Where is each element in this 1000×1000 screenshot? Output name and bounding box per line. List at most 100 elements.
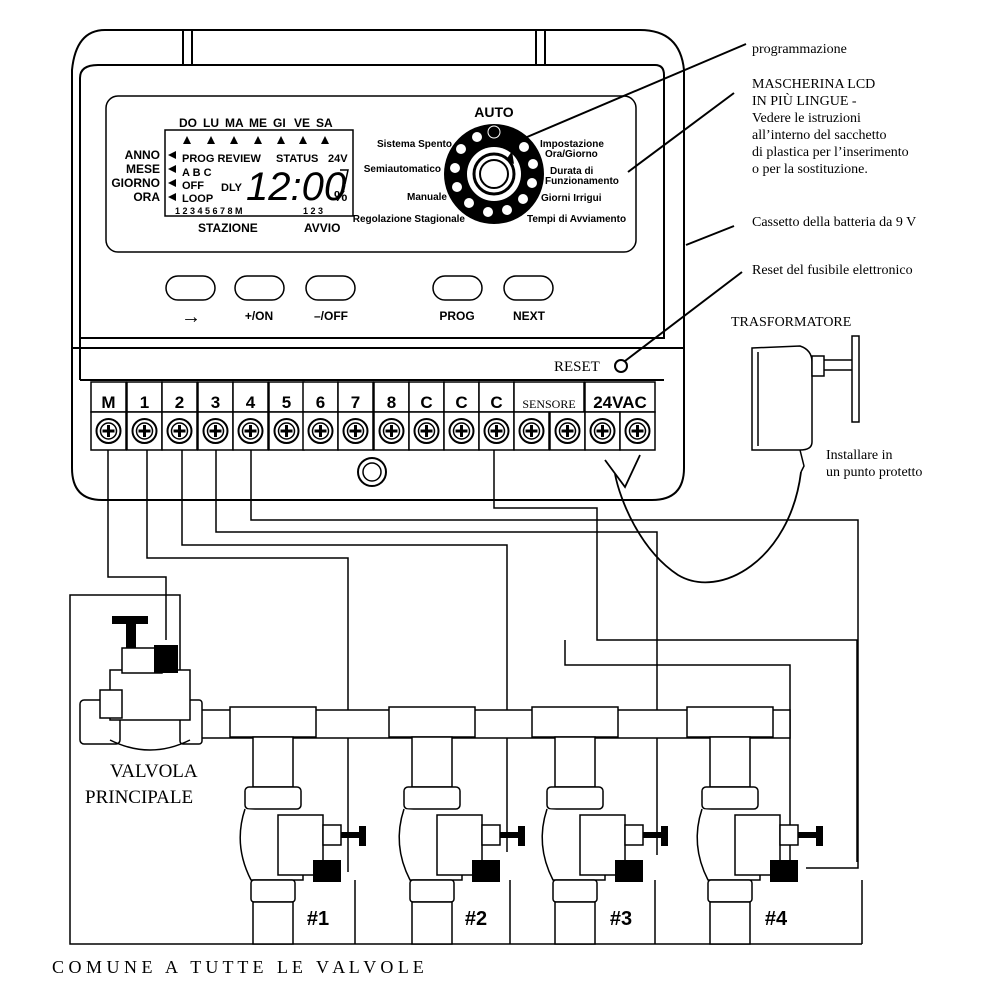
lcd-prog-review: PROG REVIEW xyxy=(182,153,261,165)
callout-mascherina-2: Vedere le istruzioni xyxy=(752,111,861,126)
terminal-label: M xyxy=(101,393,115,412)
terminal-label-box xyxy=(513,381,585,413)
day-label-5: VE xyxy=(294,116,310,130)
callout-mascherina-0: MASCHERINA LCD xyxy=(752,77,875,92)
terminal-label-box xyxy=(268,381,305,413)
terminal-label-box xyxy=(584,381,656,413)
triangle-icon xyxy=(207,136,215,144)
arrow-button[interactable] xyxy=(165,275,216,301)
control-buttons xyxy=(165,275,554,301)
lcd-loop: LOOP xyxy=(182,193,213,205)
power-cord-split xyxy=(604,454,641,489)
lcd-status: STATUS xyxy=(276,153,318,165)
master-valve-label-1: PRINCIPALE xyxy=(85,787,193,808)
label-mese: MESE xyxy=(126,162,160,176)
station-valve-1 xyxy=(229,706,366,945)
terminal-label: C xyxy=(490,393,502,412)
callout-lines xyxy=(519,43,747,362)
solenoid-icon xyxy=(770,860,798,882)
mode-dial[interactable] xyxy=(444,124,544,224)
lcd-dly: DLY xyxy=(221,182,243,194)
left-triangles xyxy=(168,151,176,201)
triangle-icon xyxy=(299,136,307,144)
station-label: #2 xyxy=(465,908,487,930)
label-ora: ORA xyxy=(133,190,160,204)
common-wire-label: C O M U N E A T U T T E L E V A L V O L … xyxy=(52,957,424,977)
dial-funzionamento: Funzionamento xyxy=(545,176,619,187)
triangle-left-icon xyxy=(168,179,176,187)
terminal-label: 5 xyxy=(282,393,291,412)
dial-sistema-spento: Sistema Spento xyxy=(377,139,452,150)
triangle-icon xyxy=(230,136,238,144)
lcd-24v: 24V xyxy=(328,153,348,165)
callout-trasformatore: TRASFORMATORE xyxy=(731,315,851,330)
next-label: NEXT xyxy=(513,309,546,323)
dial-manuale: Manuale xyxy=(407,192,447,203)
lcd-stazione: STAZIONE xyxy=(198,221,258,235)
lcd-percent: % xyxy=(334,188,347,205)
master-valve-label-0: VALVOLA xyxy=(110,761,198,782)
prog-label: PROG xyxy=(439,309,474,323)
lcd-days: DO LU MA ME GI VE SA xyxy=(179,116,333,130)
lcd-contents: PROG REVIEW STATUS 24V A B C OFF LOOP DL… xyxy=(175,153,348,235)
terminal-label-box xyxy=(302,381,339,413)
plus-on-button[interactable] xyxy=(234,275,285,301)
triangle-icon xyxy=(254,136,262,144)
mounting-hole xyxy=(357,457,387,487)
lcd-time: 12:00 xyxy=(246,165,346,209)
label-giorno: GIORNO xyxy=(111,176,160,190)
callout-programmazione: programmazione xyxy=(752,42,847,57)
terminal-label: 24VAC xyxy=(593,393,647,412)
minus-off-label: –/OFF xyxy=(314,309,348,323)
minus-off-button[interactable] xyxy=(305,275,356,301)
dial-semiautomatico: Semiautomatico xyxy=(364,164,441,175)
terminal-label: 8 xyxy=(387,393,396,412)
terminal-label-box xyxy=(126,381,163,413)
solenoid-icon xyxy=(154,645,178,673)
prog-button[interactable] xyxy=(432,275,483,301)
lcd-panel xyxy=(105,95,637,253)
master-valve: VALVOLA PRINCIPALE xyxy=(85,616,198,808)
station-valve-3 xyxy=(531,706,668,945)
station-label: #3 xyxy=(610,908,632,930)
terminal-label: 7 xyxy=(351,393,360,412)
handle-icon xyxy=(112,616,148,624)
solenoid-icon xyxy=(615,860,643,882)
solenoid-icon xyxy=(472,860,500,882)
terminal-label: 1 xyxy=(140,393,149,412)
terminal-label-box xyxy=(373,381,410,413)
station-label: #4 xyxy=(765,908,788,930)
lcd-avvio: AVVIO xyxy=(304,221,340,235)
lcd-abc: A B C xyxy=(182,167,212,179)
dial-arrow-icon xyxy=(479,159,509,189)
day-label-4: GI xyxy=(273,116,286,130)
day-label-2: MA xyxy=(225,116,244,130)
solenoid-icon xyxy=(313,860,341,882)
lcd-off: OFF xyxy=(182,180,204,192)
dial-giorni: Giorni Irrigui xyxy=(541,193,602,204)
triangle-left-icon xyxy=(168,151,176,159)
station-valves: #1 #2 #3 xyxy=(229,706,823,945)
button-labels: → +/ON –/OFF PROG NEXT xyxy=(181,306,546,328)
callouts: programmazione MASCHERINA LCD IN PIÙ LIN… xyxy=(731,42,922,480)
callout-cassetto: Cassetto della batteria da 9 V xyxy=(752,215,916,230)
lcd-avvio-numbers: 1 2 3 xyxy=(303,206,323,216)
day-label-3: ME xyxy=(249,116,267,130)
next-button[interactable] xyxy=(503,275,554,301)
terminal-label-box xyxy=(408,381,445,413)
station-label: #1 xyxy=(307,908,329,930)
reset-button[interactable] xyxy=(614,359,628,373)
terminal-label: 2 xyxy=(175,393,184,412)
arrow-button-label: → xyxy=(181,306,201,328)
dial-ring xyxy=(472,152,516,196)
callout-installare-0: Installare in xyxy=(826,448,892,463)
dial-regolazione: Regolazione Stagionale xyxy=(353,214,466,225)
callout-mascherina-4: di plastica per l’inserimento xyxy=(752,145,909,160)
dial-auto: AUTO xyxy=(474,104,514,120)
dial-labels: AUTO Sistema Spento Semiautomatico Manua… xyxy=(353,104,626,225)
common-drops xyxy=(354,640,863,944)
callout-mascherina-1: IN PIÙ LINGUE - xyxy=(752,92,857,109)
terminal-label: 3 xyxy=(211,393,220,412)
